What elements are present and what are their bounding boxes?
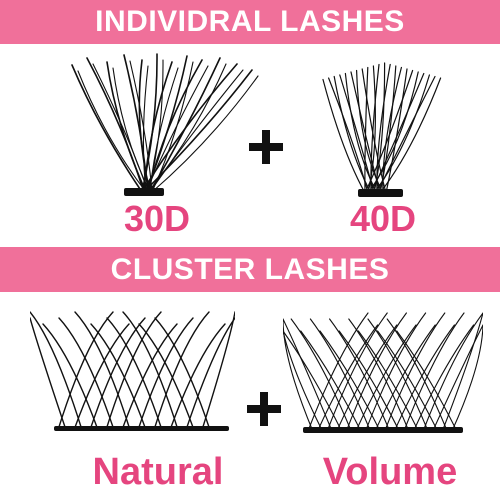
label-40d: 40D	[349, 198, 417, 239]
plus-icon	[247, 392, 281, 426]
banner-cluster-lashes: CLUSTER LASHES	[0, 247, 500, 292]
banner-individual-lashes-text: INDIVIDRAL LASHES	[95, 5, 405, 38]
label-natural: Natural	[92, 450, 224, 493]
banner-cluster-lashes-text: CLUSTER LASHES	[110, 252, 390, 286]
lash-40d-image	[322, 62, 442, 197]
label-30d: 30D	[123, 198, 191, 239]
lash-volume-image	[283, 312, 483, 433]
lash-natural-image	[30, 311, 235, 431]
lash-30d-image	[71, 53, 259, 196]
label-volume: Volume	[322, 450, 458, 493]
banner-individual-lashes: INDIVIDRAL LASHES	[0, 0, 500, 44]
plus-icon	[249, 130, 283, 164]
